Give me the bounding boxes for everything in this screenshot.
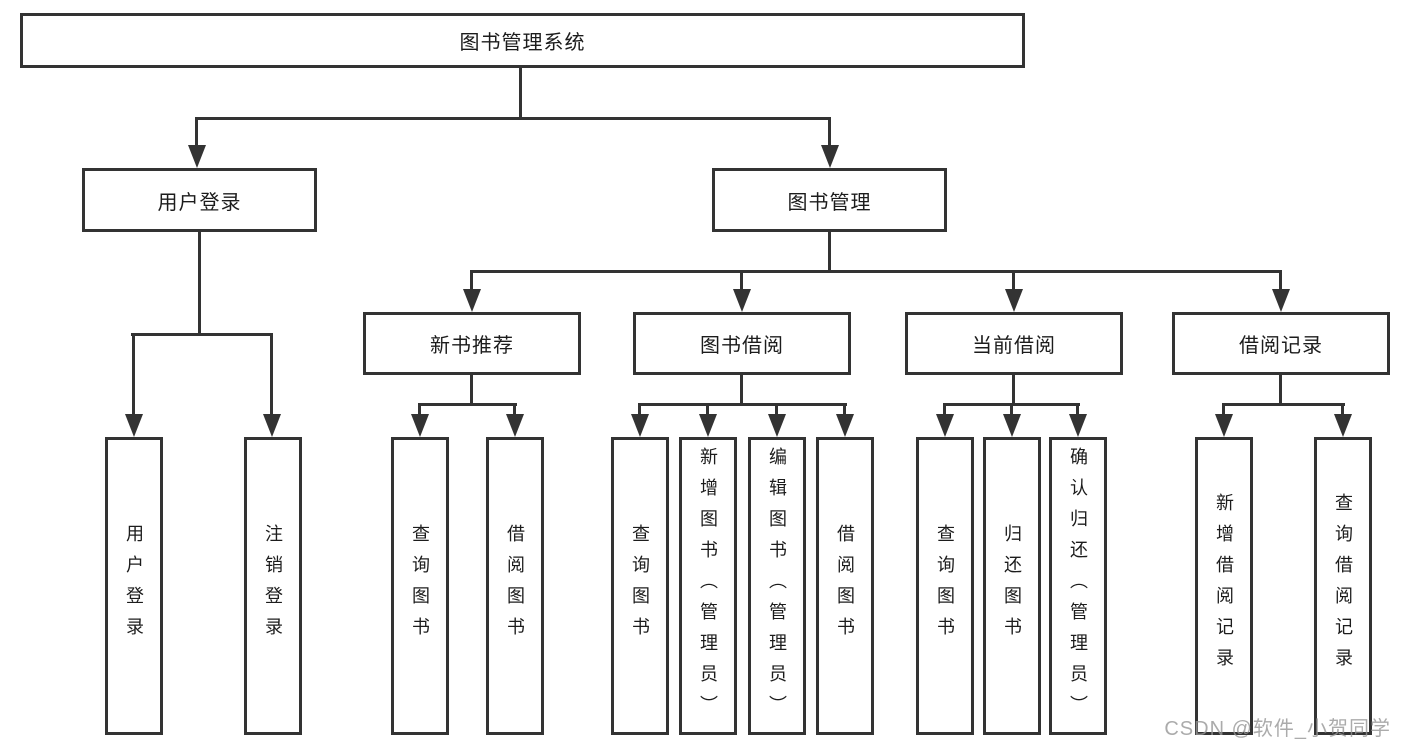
arrow-down-icon: [125, 414, 143, 437]
connector-book-management-rail: [470, 270, 1282, 273]
connector-drop-leaf-user-login: [132, 333, 135, 416]
node-leaf-logout: 注销登录: [244, 437, 302, 735]
node-label: 查询图书: [630, 524, 650, 648]
node-label: 当前借阅: [972, 335, 1056, 357]
node-label: 借阅图书: [835, 524, 855, 648]
watermark: CSDN @软件_小贺同学: [1164, 718, 1391, 740]
connector-root-rail: [195, 117, 831, 120]
connector-drop-book-borrowing: [740, 270, 743, 291]
connector-drop-current-borrowing: [1012, 270, 1015, 291]
connector-drop-user-login: [195, 117, 198, 147]
connector-drop: [1222, 403, 1225, 416]
node-leaf-add-books-admin: 新增图书（管理员）: [679, 437, 737, 735]
node-label: 新增图书（管理员）: [698, 446, 718, 726]
arrow-down-icon: [821, 145, 839, 168]
node-label: 注销登录: [263, 524, 283, 648]
connector-drop: [418, 403, 421, 416]
node-label: 查询借阅记录: [1333, 493, 1353, 679]
arrow-down-icon: [733, 289, 751, 312]
connector-drop: [843, 403, 846, 416]
node-label: 确认归还（管理员）: [1068, 446, 1088, 726]
node-book-borrowing: 图书借阅: [633, 312, 851, 375]
node-label: 新增借阅记录: [1214, 493, 1234, 679]
connector-user-login-stem: [198, 232, 201, 335]
connector-drop: [943, 403, 946, 416]
arrow-down-icon: [188, 145, 206, 168]
node-leaf-query-borrow-record: 查询借阅记录: [1314, 437, 1372, 735]
node-label: 用户登录: [124, 524, 144, 648]
arrow-down-icon: [936, 414, 954, 437]
node-leaf-edit-books-admin: 编辑图书（管理员）: [748, 437, 806, 735]
connector-new-book-rail: [418, 403, 517, 406]
connector-borrowing-records-rail: [1222, 403, 1345, 406]
connector-drop-book-management: [828, 117, 831, 147]
connector-drop: [706, 403, 709, 416]
node-label: 查询图书: [935, 524, 955, 648]
node-book-management: 图书管理: [712, 168, 947, 232]
arrow-down-icon: [263, 414, 281, 437]
connector-drop-borrowing-records: [1279, 270, 1282, 291]
connector-borrowing-records-stem: [1279, 375, 1282, 405]
arrow-down-icon: [463, 289, 481, 312]
node-label: 查询图书: [410, 524, 430, 648]
node-label: 图书管理: [787, 191, 872, 214]
node-leaf-query-books-current: 查询图书: [916, 437, 974, 735]
arrow-down-icon: [1215, 414, 1233, 437]
connector-drop-new-book: [470, 270, 473, 291]
connector-new-book-stem: [470, 375, 473, 405]
connector-drop: [1076, 403, 1079, 416]
node-label: 用户登录: [157, 191, 242, 214]
arrow-down-icon: [411, 414, 429, 437]
node-leaf-user-login: 用户登录: [105, 437, 163, 735]
node-label: 图书管理系统: [459, 32, 586, 54]
node-new-book-recommendation: 新书推荐: [363, 312, 581, 375]
node-label: 新书推荐: [430, 335, 514, 357]
connector-book-borrowing-stem: [740, 375, 743, 405]
node-user-login: 用户登录: [82, 168, 317, 232]
connector-drop: [513, 403, 516, 416]
arrow-down-icon: [506, 414, 524, 437]
arrow-down-icon: [1272, 289, 1290, 312]
arrow-down-icon: [631, 414, 649, 437]
node-library-management-system: 图书管理系统: [20, 13, 1025, 68]
arrow-down-icon: [1005, 289, 1023, 312]
connector-drop-leaf-logout: [270, 333, 273, 416]
node-borrowing-records: 借阅记录: [1172, 312, 1390, 375]
arrow-down-icon: [836, 414, 854, 437]
arrow-down-icon: [699, 414, 717, 437]
node-leaf-add-borrow-record: 新增借阅记录: [1195, 437, 1253, 735]
arrow-down-icon: [1069, 414, 1087, 437]
node-label: 归还图书: [1002, 524, 1022, 648]
connector-book-borrowing-rail: [638, 403, 847, 406]
connector-root-stem: [519, 68, 522, 118]
node-current-borrowing: 当前借阅: [905, 312, 1123, 375]
node-leaf-borrow-books-recommend: 借阅图书: [486, 437, 544, 735]
arrow-down-icon: [1003, 414, 1021, 437]
connector-drop: [1010, 403, 1013, 416]
node-label: 借阅图书: [505, 524, 525, 648]
node-leaf-query-books-recommend: 查询图书: [391, 437, 449, 735]
arrow-down-icon: [768, 414, 786, 437]
connector-current-borrowing-stem: [1012, 375, 1015, 405]
connector-drop: [1341, 403, 1344, 416]
node-leaf-borrow-books: 借阅图书: [816, 437, 874, 735]
node-leaf-confirm-return-admin: 确认归还（管理员）: [1049, 437, 1107, 735]
node-label: 借阅记录: [1239, 335, 1323, 357]
connector-user-login-rail: [131, 333, 273, 336]
node-label: 编辑图书（管理员）: [767, 446, 787, 726]
arrow-down-icon: [1334, 414, 1352, 437]
node-leaf-query-books-borrowing: 查询图书: [611, 437, 669, 735]
connector-book-management-stem: [828, 232, 831, 272]
node-leaf-return-books: 归还图书: [983, 437, 1041, 735]
node-label: 图书借阅: [700, 335, 784, 357]
connector-drop: [775, 403, 778, 416]
connector-drop: [638, 403, 641, 416]
